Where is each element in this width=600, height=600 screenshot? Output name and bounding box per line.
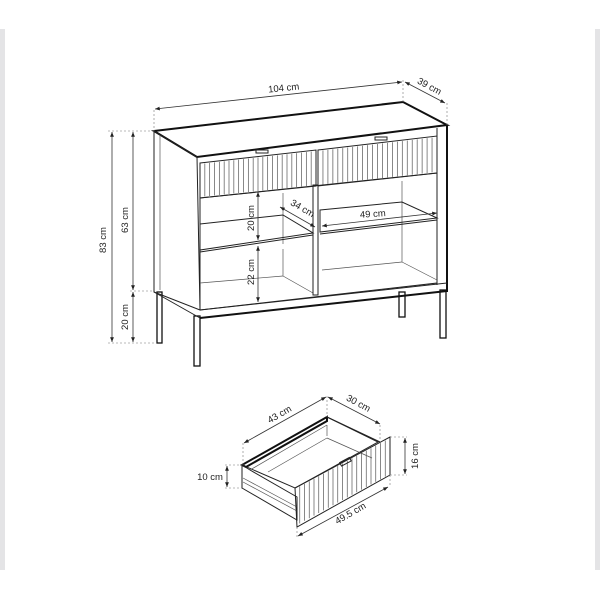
sideboard-drawing bbox=[150, 100, 451, 367]
center-divider bbox=[312, 184, 319, 296]
upper-shelf-height-label: 20 cm bbox=[246, 205, 257, 231]
lower-shelf-height-label: 22 cm bbox=[246, 259, 257, 285]
left-side-panel bbox=[153, 130, 201, 311]
right-shelf bbox=[319, 201, 439, 233]
total-height-label: 83 cm bbox=[98, 227, 109, 253]
drawer-handle bbox=[338, 456, 352, 467]
shelf-width-label: 49 cm bbox=[360, 208, 387, 221]
leg-back-right bbox=[398, 291, 406, 318]
drawer-side-height-label: 10 cm bbox=[197, 472, 223, 483]
shelf-depth-label: 34 cm bbox=[288, 198, 316, 221]
drawer-right-front[interactable] bbox=[317, 135, 438, 187]
leg-height-label: 20 cm bbox=[120, 304, 131, 330]
cabinet-dimensions: 104 cm 39 cm 83 cm 63 cm 20 cm 20 cm 22 … bbox=[98, 76, 448, 344]
leg-front-right bbox=[439, 289, 447, 339]
drawer-drawing bbox=[239, 415, 391, 528]
left-border bbox=[0, 29, 5, 570]
drawer-left-front[interactable] bbox=[199, 149, 317, 199]
body-height-label: 63 cm bbox=[120, 207, 131, 233]
width-label: 104 cm bbox=[268, 81, 300, 95]
right-border bbox=[595, 29, 600, 570]
drawer-front-width-label: 49.5 cm bbox=[333, 501, 368, 527]
leg-front-left bbox=[193, 315, 201, 367]
drawer-depth-label: 30 cm bbox=[344, 393, 372, 415]
leg-back-left bbox=[156, 291, 163, 344]
drawer-left-handle bbox=[255, 149, 269, 154]
drawer-right-handle bbox=[374, 136, 388, 141]
top-panel bbox=[150, 100, 451, 159]
drawer-front-height-label: 16 cm bbox=[410, 443, 421, 469]
